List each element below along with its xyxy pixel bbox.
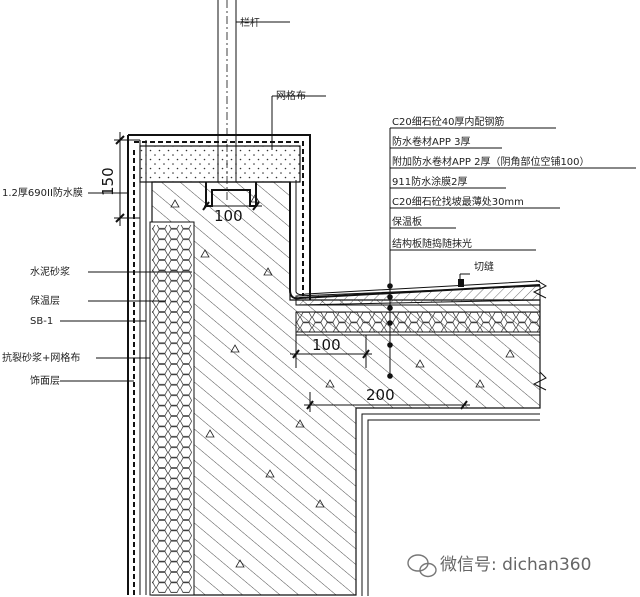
dimension-slope-width: 200 xyxy=(366,386,395,404)
wechat-icon xyxy=(407,554,437,578)
roof-layers xyxy=(289,180,548,391)
parapet-coping xyxy=(128,134,311,300)
dimension-upstand-width: 100 xyxy=(312,336,341,354)
label-finish-layer: 饰面层 xyxy=(30,374,60,387)
label-sb1: SB-1 xyxy=(30,316,53,327)
label-right-5: C20细石砼找坡最薄处30mm xyxy=(392,195,524,208)
leader-lines-right xyxy=(387,127,636,379)
label-right-4: 911防水涂膜2厚 xyxy=(392,175,467,188)
label-crack-resistant-mortar: 抗裂砂浆+网格布 xyxy=(2,351,80,364)
label-right-1: C20细石砼40厚内配钢筋 xyxy=(392,115,504,128)
railing xyxy=(217,0,237,200)
concrete-structure xyxy=(151,181,541,596)
external-wall-layers xyxy=(127,135,195,596)
label-railing: 栏杆 xyxy=(240,16,260,29)
label-right-6: 保温板 xyxy=(392,215,422,228)
dimension-parapet-height: 150 xyxy=(99,167,117,196)
watermark: 微信号: dichan360 xyxy=(407,554,591,578)
label-cut-joint: 切缝 xyxy=(474,260,494,273)
watermark-text: 微信号: dichan360 xyxy=(440,555,591,575)
leader-lines-left xyxy=(60,192,192,382)
leader-lines-top xyxy=(236,21,326,150)
dimension-lines xyxy=(114,132,470,412)
label-cement-mortar: 水泥砂浆 xyxy=(30,265,70,278)
label-membrane-690: 1.2厚690II防水膜 xyxy=(2,186,83,199)
label-right-3: 附加防水卷材APP 2厚（阴角部位空铺100） xyxy=(392,155,590,168)
dimension-coping-width: 100 xyxy=(214,207,243,225)
label-mesh-cloth: 网格布 xyxy=(276,89,306,102)
label-insulation-layer: 保温层 xyxy=(30,294,60,307)
label-right-7: 结构板随捣随抹光 xyxy=(392,237,472,250)
label-right-2: 防水卷材APP 3厚 xyxy=(392,135,470,148)
